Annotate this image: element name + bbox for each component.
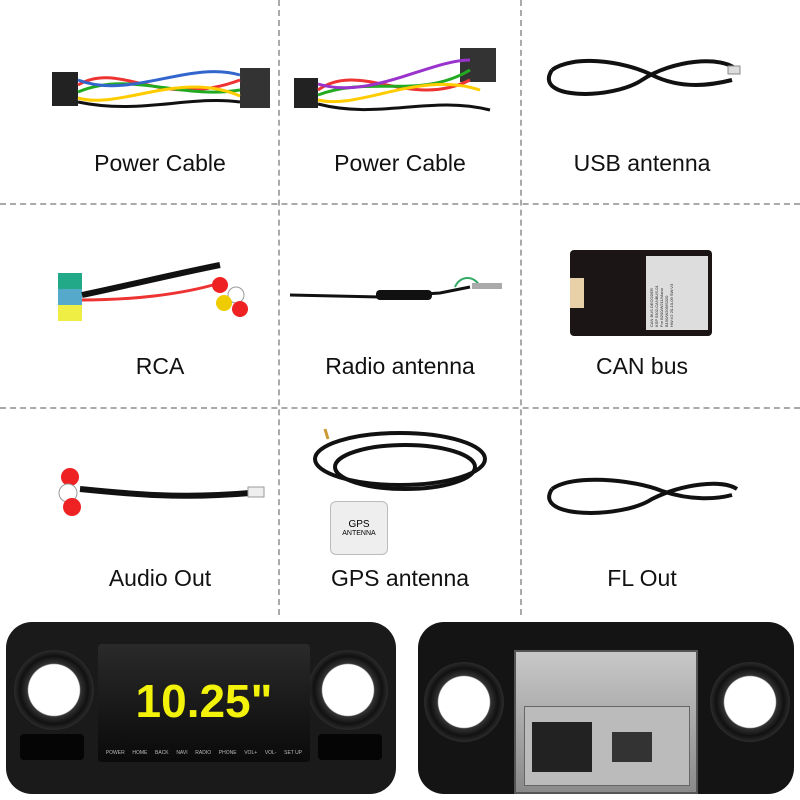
left-vent [14,650,94,730]
screen-size: 10.25" [135,675,273,727]
item-gps-antenna: GPS ANTENNA GPS antenna [280,409,520,615]
canbus-card-text: HW:V2 20-10-09 SW:V3 [669,283,674,327]
divider [0,407,800,409]
item-label: Power Cable [334,150,466,176]
item-can-bus: CAN BUS DECODER KSP 5302-CANBUS-01 For B… [522,205,762,407]
item-rca: RCA [40,205,280,407]
gps-antenna-module: GPS ANTENNA [330,501,388,555]
button-vol-up[interactable]: VOL+ [244,750,258,756]
button-vol-down[interactable]: VOL- [264,750,277,756]
button-navi[interactable]: NAVI [176,750,188,756]
item-fl-out: FL Out [522,409,762,615]
item-audio-out: Audio Out [40,409,280,615]
accessory-grid: Power Cable Power Cable USB antenna RCA [0,0,800,615]
button-power[interactable]: POWER [105,750,125,756]
gps-card-title: GPS [348,519,370,530]
wiring-harness-icon [294,48,496,112]
item-power-cable-1: Power Cable [40,0,280,203]
item-label: FL Out [607,565,677,591]
wiring-harness-icon [52,68,270,108]
divider [520,0,522,615]
item-label: CAN bus [595,353,689,379]
item-usb-antenna: USB antenna [522,0,762,203]
touch-buttons: POWER HOME BACK NAVI RADIO PHONE VOL+ VO… [102,750,306,756]
divider [0,203,800,205]
item-label: GPS antenna [330,565,470,591]
rca-harness-icon [58,262,248,321]
right-vent [710,662,790,742]
storage-pocket [318,734,382,760]
gps-card-subtitle: ANTENNA [342,530,376,537]
antenna-cable-icon [289,277,502,300]
item-label: Radio antenna [325,353,475,379]
audio-cable-icon [58,468,265,516]
head-unit-back [418,622,794,794]
usb-cable-icon [547,59,741,96]
item-radio-antenna: Radio antenna [280,205,520,407]
item-label: Power Cable [94,150,226,176]
head-unit-front: 10.25" POWER HOME BACK NAVI RADIO PHONE … [6,622,396,794]
gps-antenna-icon [313,428,487,491]
cable-icon [547,477,739,515]
storage-pocket [20,734,84,760]
right-vent [308,650,388,730]
canbus-box-icon: CAN BUS DECODER KSP 5302-CANBUS-01 For B… [570,250,712,336]
display-screen: 10.25" POWER HOME BACK NAVI RADIO PHONE … [98,644,310,762]
item-power-cable-2: Power Cable [280,0,520,203]
item-label: USB antenna [573,150,711,176]
chassis [514,650,698,794]
item-label: Audio Out [108,565,212,591]
button-radio[interactable]: RADIO [195,750,212,756]
button-phone[interactable]: PHONE [218,750,237,756]
button-back[interactable]: BACK [155,750,169,756]
left-vent [424,662,504,742]
button-setup[interactable]: SET UP [284,750,303,756]
divider [278,0,280,615]
item-label: RCA [135,353,185,379]
button-home[interactable]: HOME [132,750,148,756]
